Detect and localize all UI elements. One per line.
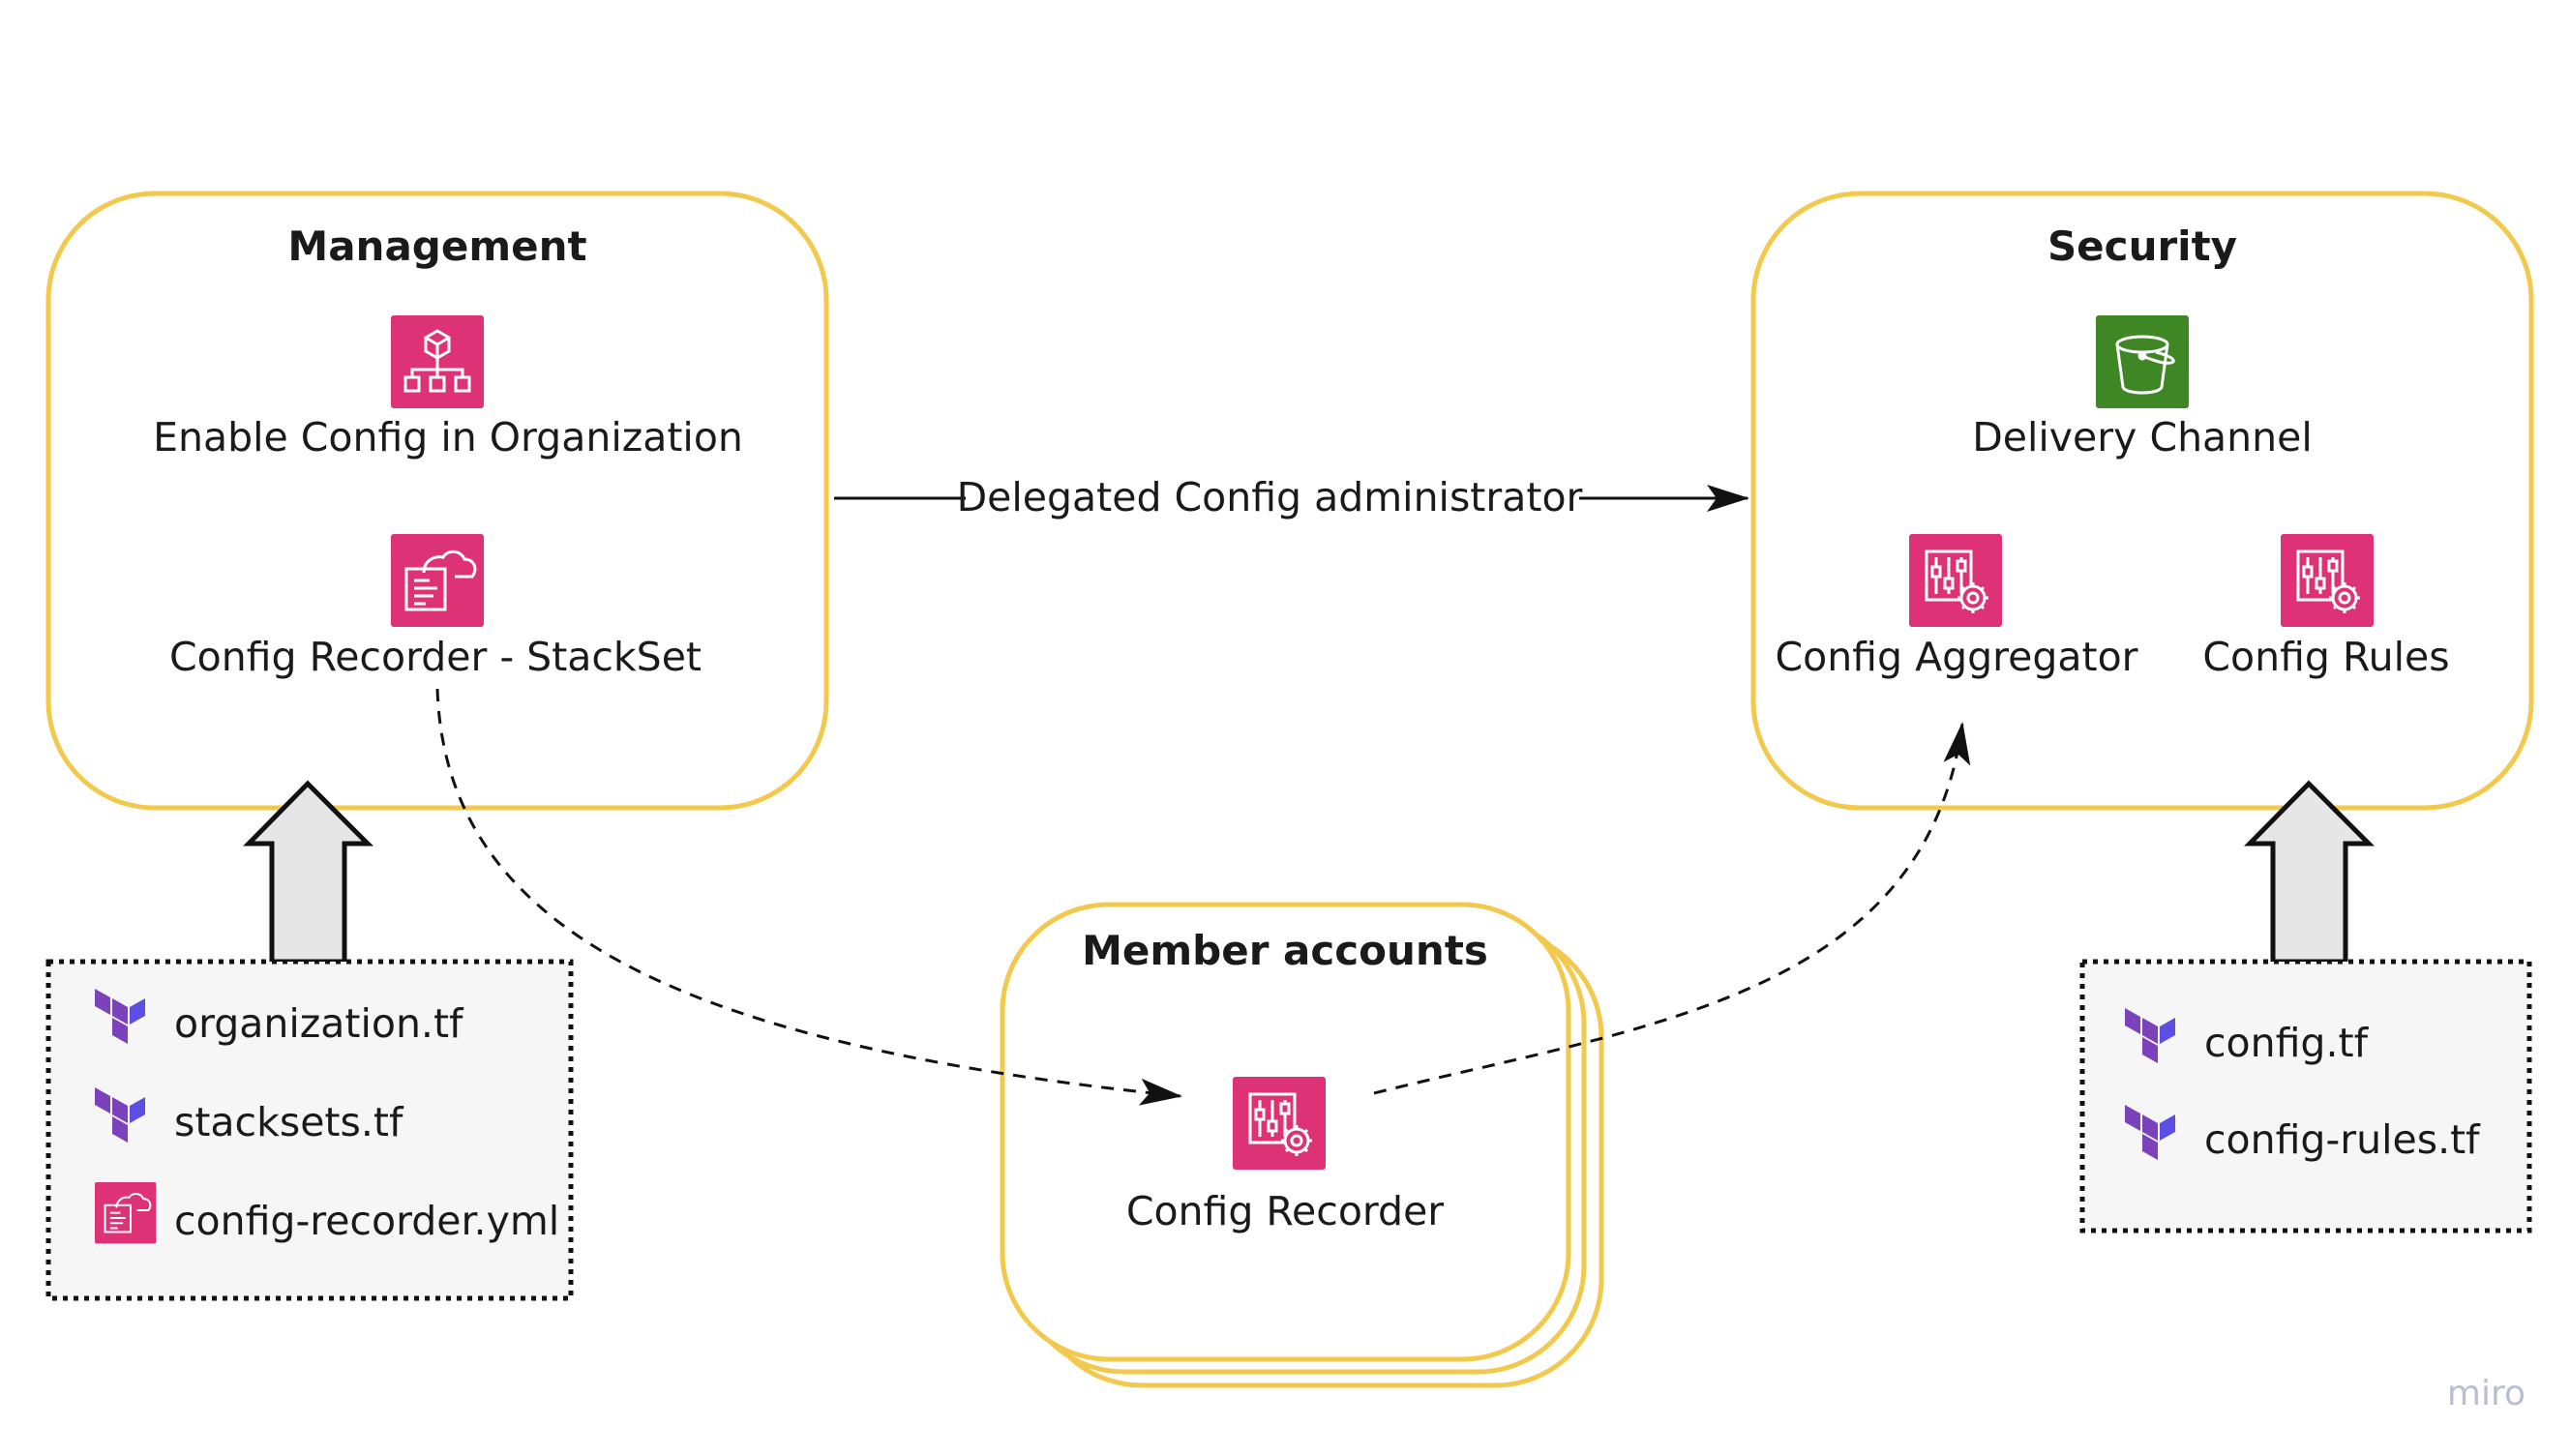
file-item: config.tf [2125, 1008, 2370, 1066]
config-aggregator-icon [1907, 532, 2004, 629]
file-item: organization.tf [95, 989, 464, 1047]
aggregator-collect-edge [1373, 722, 1971, 1095]
management-files-box: organization.tf stacksets.tf config-record… [45, 959, 574, 1301]
config-aggregator-label: Config Aggregator [1775, 634, 2137, 680]
cloudformation-icon [94, 1181, 158, 1245]
management-account: Management Enable Config in Organization… [45, 191, 829, 811]
aws-config-icon [1231, 1075, 1328, 1172]
management-account-border [45, 191, 829, 811]
file-name: organization.tf [174, 1000, 464, 1047]
security-files-box: config.tf config-rules.tf [2079, 959, 2532, 1233]
delegated-edge-label: Delegated Config administrator [957, 474, 1583, 520]
delivery-channel-label: Delivery Channel [1972, 414, 2313, 461]
enable-config-label: Enable Config in Organization [153, 414, 743, 461]
file-name: stacksets.tf [174, 1099, 404, 1145]
config-recorder-stackset-label: Config Recorder - StackSet [169, 634, 702, 680]
member-accounts-title: Member accounts [1082, 927, 1488, 974]
security-account: Security Delivery Channel Config Aggrega… [1750, 191, 2534, 811]
security-title: Security [2047, 223, 2237, 270]
security-deploy-arrow [2244, 780, 2376, 965]
management-files-list: organization.tf stacksets.tf config-record… [94, 989, 559, 1245]
security-files-border [2079, 959, 2532, 1233]
config-rules-label: Config Rules [2202, 634, 2449, 680]
organizations-icon [389, 313, 486, 410]
security-account-border [1750, 191, 2534, 811]
stackset-deploy-edge [435, 688, 1182, 1106]
miro-watermark: miro [2447, 1374, 2525, 1413]
file-item: config-recorder.yml [94, 1181, 559, 1245]
file-name: config-rules.tf [2204, 1116, 2481, 1163]
security-files-list: config.tf config-rules.tf [2125, 1008, 2481, 1163]
file-item: config-rules.tf [2125, 1105, 2481, 1163]
file-name: config.tf [2204, 1020, 2370, 1066]
member-config-recorder-label: Config Recorder [1126, 1188, 1444, 1234]
management-deploy-arrow [243, 780, 374, 965]
management-title: Management [287, 223, 586, 270]
s3-bucket-icon [2094, 313, 2191, 410]
file-item: stacksets.tf [95, 1087, 404, 1145]
file-name: config-recorder.yml [174, 1198, 559, 1244]
config-rules-icon [2279, 532, 2376, 629]
cloudformation-stackset-icon [389, 532, 486, 629]
delegated-admin-edge: Delegated Config administrator [834, 474, 1749, 520]
member-accounts: Member accounts Config Recorder [1000, 902, 1604, 1388]
